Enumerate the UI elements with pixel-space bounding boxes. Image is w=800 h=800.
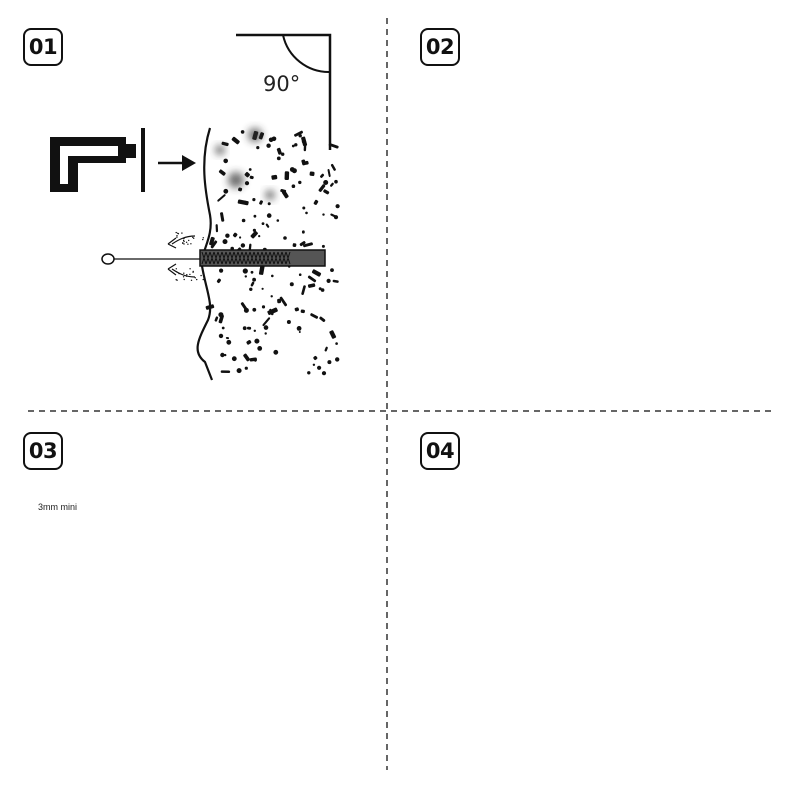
min-gap-label: 3mm mini [38,502,78,512]
rock-texture-01 [205,128,340,376]
direction-arrow-01 [158,155,196,171]
step-badge-04: 04 [420,432,460,470]
step-badge-03: 03 [23,432,63,470]
step-badge-01: 01 [23,28,63,66]
right-angle-arc [282,34,331,74]
blower-icon [101,231,204,281]
panel-01 [50,33,340,381]
hole-hatching [201,251,291,265]
drill-angle-label: 90° [263,72,301,96]
drill-icon [50,128,145,192]
drilled-hole [199,249,326,267]
right-angle-marker [236,33,332,150]
step-badge-02: 02 [420,28,460,66]
